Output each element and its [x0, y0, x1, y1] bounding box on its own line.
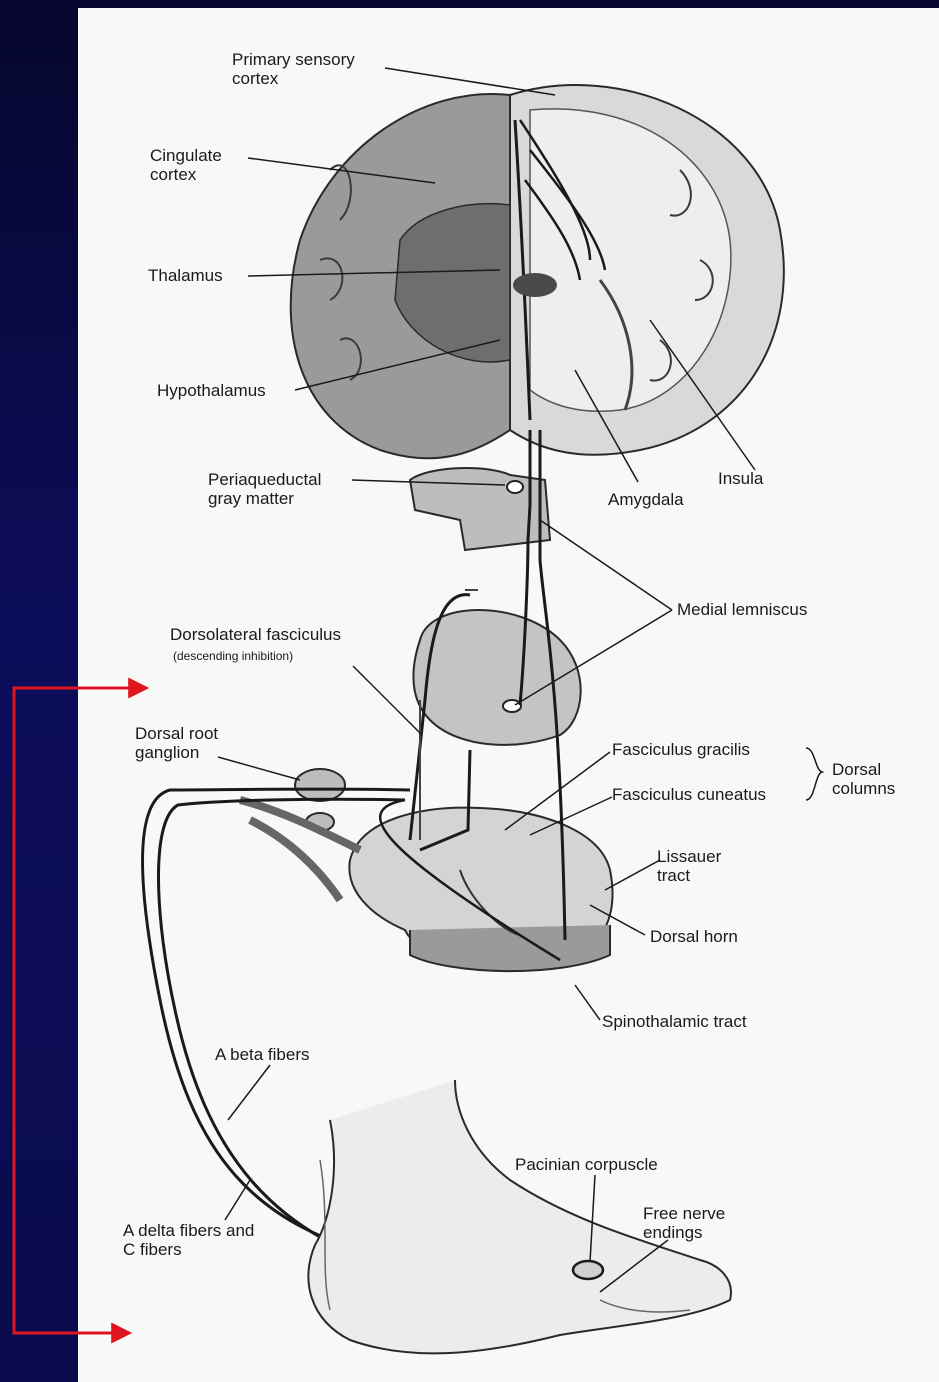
label-a-delta-and-c-fibers: A delta fibers and C fibers	[123, 1221, 254, 1259]
label-dorsal-horn: Dorsal horn	[650, 927, 738, 946]
label-descending-inhibition: (descending inhibition)	[173, 649, 293, 663]
label-periaqueductal-gray-matter: Periaqueductal gray matter	[208, 470, 321, 508]
label-lissauer-tract: Lissauer tract	[657, 847, 721, 885]
label-medial-lemniscus: Medial lemniscus	[677, 600, 807, 619]
spinal-cord-drawing	[240, 430, 612, 971]
label-free-nerve-endings: Free nerve endings	[643, 1204, 725, 1242]
brain-drawing	[291, 85, 784, 458]
label-hypothalamus: Hypothalamus	[157, 381, 266, 400]
label-dorsal-columns: Dorsal columns	[832, 760, 895, 798]
label-a-beta-fibers: A beta fibers	[215, 1045, 310, 1064]
label-primary-sensory-cortex: Primary sensory cortex	[232, 50, 355, 88]
label-thalamus: Thalamus	[148, 266, 223, 285]
label-pacinian-corpuscle: Pacinian corpuscle	[515, 1155, 658, 1174]
label-amygdala: Amygdala	[608, 490, 684, 509]
label-spinothalamic-tract: Spinothalamic tract	[602, 1012, 747, 1031]
label-dorsal-root-ganglion: Dorsal root ganglion	[135, 724, 218, 762]
label-cingulate-cortex: Cingulate cortex	[150, 146, 222, 184]
label-insula: Insula	[718, 469, 763, 488]
label-fasciculus-cuneatus: Fasciculus cuneatus	[612, 785, 766, 804]
label-dorsolateral-fasciculus: Dorsolateral fasciculus	[170, 625, 341, 644]
label-fasciculus-gracilis: Fasciculus gracilis	[612, 740, 750, 759]
